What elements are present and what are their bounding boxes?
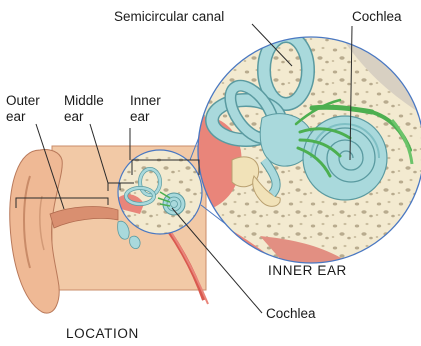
cochlea-top-label: Cochlea: [352, 9, 402, 24]
outer-ear-label-line2: ear: [6, 109, 26, 124]
outer-ear-label-line1: Outer: [6, 93, 40, 108]
inner-ear-label-line2: ear: [130, 109, 150, 124]
inner-ear-label-line1: Inner: [130, 93, 161, 108]
cochlea-bottom-label: Cochlea: [266, 306, 316, 321]
location-caption: LOCATION: [66, 326, 139, 341]
middle-ear-label-line2: ear: [64, 109, 84, 124]
inner-ear-magnified: [195, 35, 421, 270]
middle-ear-label-line1: Middle: [64, 93, 104, 108]
inner-ear-caption: INNER EAR: [268, 263, 347, 278]
semicircular-canal-label: Semicircular canal: [114, 9, 224, 24]
